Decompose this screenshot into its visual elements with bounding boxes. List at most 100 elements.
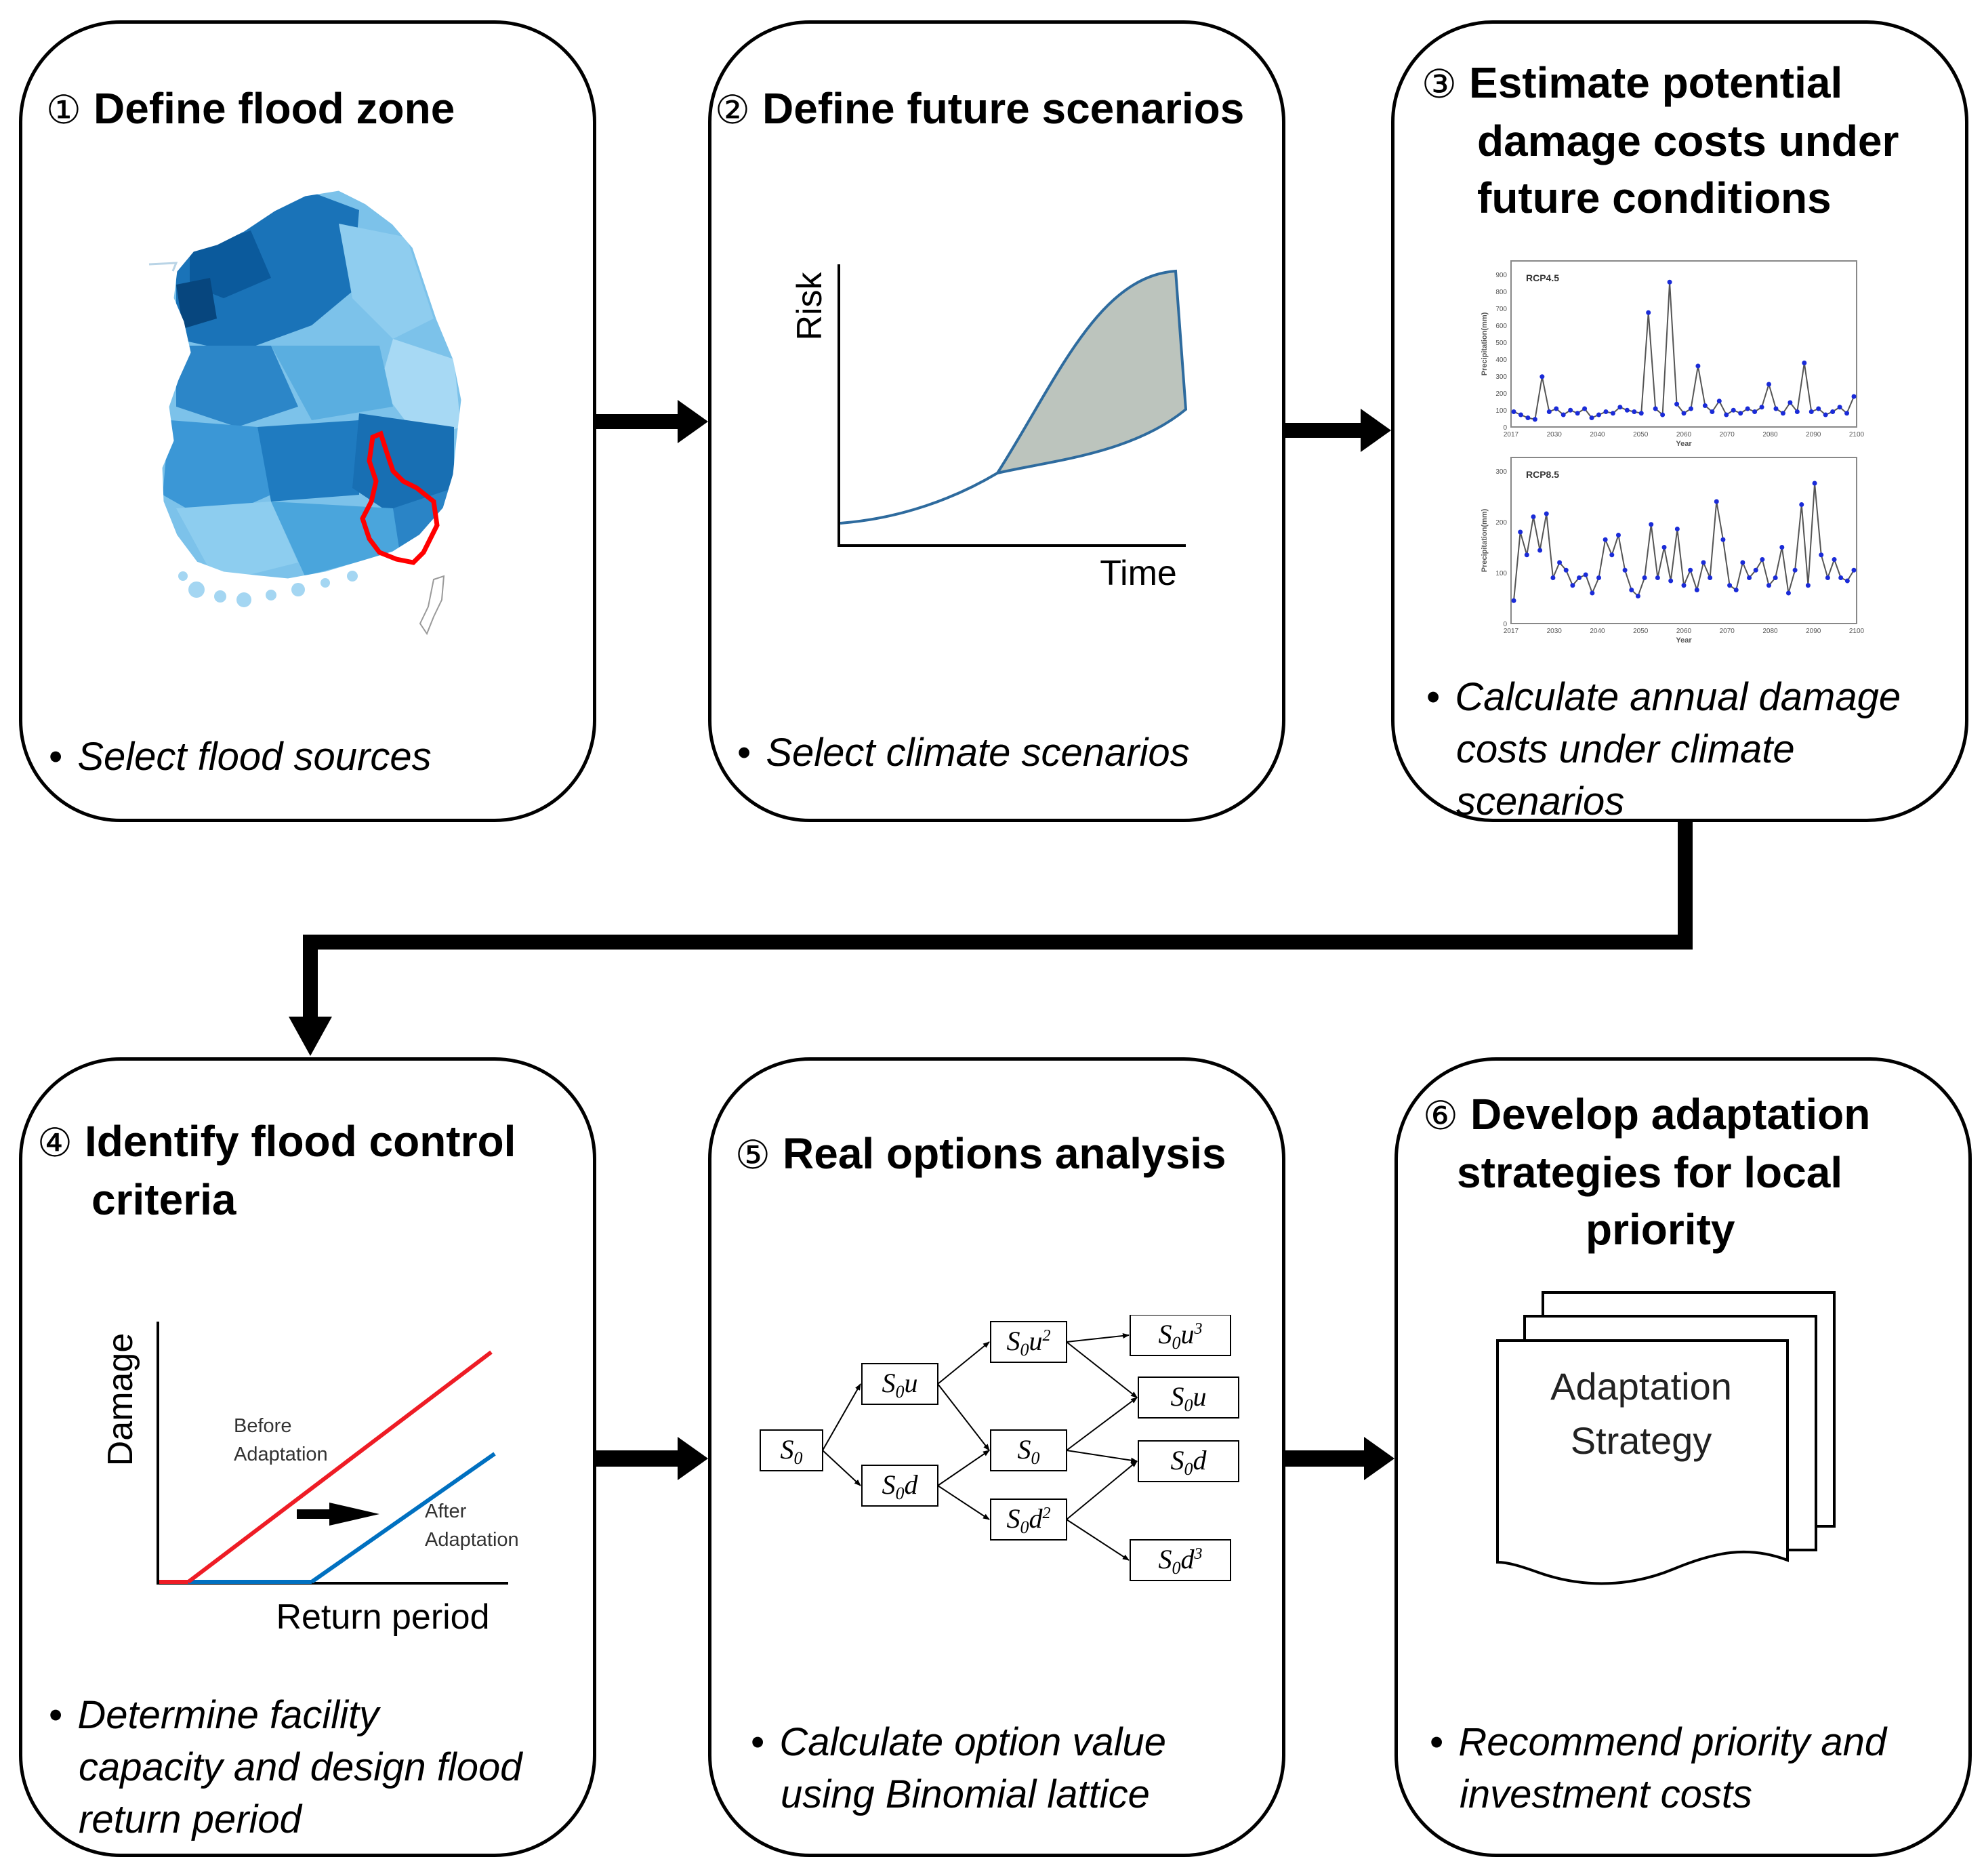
precip-series-point [1674,401,1680,407]
lattice-node-label: S0 [781,1434,803,1468]
precip-series-point [1695,363,1701,369]
precip-x-tick: 2017 [1504,431,1519,439]
precip-series-point [1617,405,1623,410]
after-adaptation-label-line-1: After [425,1501,467,1522]
panel-step-2 [708,20,1285,822]
precip-series-point [1773,406,1779,411]
precip-series-point [1582,406,1588,411]
precip-series-point [1832,557,1837,562]
map-region [257,420,359,502]
lattice-node-box [861,1363,938,1405]
lattice-node-n1d: S0d [861,1465,938,1507]
precip-series-point [1792,567,1798,573]
precip-y-tick: 800 [1495,289,1507,296]
panel-step-4 [19,1057,596,1857]
precip-x-tick: 2030 [1547,628,1563,635]
step-4-bullet-line-3: return period [79,1797,302,1841]
precip-series-point [1688,406,1693,411]
precip-series-point [1646,310,1651,315]
shift-arrow-shaft [297,1509,331,1519]
precip-y-tick: 600 [1495,323,1507,330]
precip-series-point [1759,405,1764,410]
precip-y-tick: 300 [1495,373,1507,381]
step-6-title-line-3: priority [1586,1205,1735,1254]
precip-y-tick: 200 [1495,519,1507,527]
precip-series-point [1851,394,1857,399]
precip-series-point [1568,407,1573,413]
precip-series-point [1837,405,1842,410]
precip-y-tick: 900 [1495,272,1507,279]
bullet-marker: • [1426,675,1441,719]
arrow-step-3-to-4 [289,822,1693,1056]
precip-y-tick: 0 [1503,424,1507,432]
precip-series-point [1532,417,1537,422]
map-region [176,346,298,427]
precip-series-point [1708,575,1713,580]
precip-series-point [1714,499,1719,504]
step-3-title-line-1: Estimate potential [1469,58,1843,107]
precip-series-point [1638,411,1644,416]
precip-series-point [1802,361,1807,365]
step-6-title-line-1: Develop adaptation [1470,1090,1871,1139]
precip-series-point [1716,399,1722,404]
precip-series-point [1544,511,1549,516]
precip-panel-frame [1510,457,1857,624]
precip-x-tick: 2070 [1720,628,1735,635]
panel-step-3 [1391,20,1968,822]
step-2-title-text: Define future scenarios [762,84,1245,133]
precip-series-point [1794,409,1800,414]
precip-x-tick: 2060 [1676,431,1692,439]
lattice-node-n3uuu: S0u3 [1130,1315,1231,1356]
document-front-sheet [1496,1339,1789,1585]
lattice-node-box [1138,1377,1239,1419]
map-coast-detail [148,262,178,272]
precip-series-point [1561,412,1566,417]
precip-series-point [1747,575,1752,580]
precip-series-point [1738,411,1743,416]
step-3-number: ③ [1422,61,1457,107]
step-4-number: ④ [37,1120,73,1166]
precip-series-point [1710,409,1715,414]
precip-series-point [1589,415,1594,420]
precip-series-point [1635,594,1640,598]
lattice-node-n3uud: S0u [1138,1377,1239,1419]
risk-time-plot: Risk Time [790,264,1188,593]
lattice-node-label: S0u [1171,1381,1207,1415]
lattice-edge [822,1450,861,1486]
step-3-title-line-2: damage costs under [1477,117,1899,165]
precip-x-tick: 2100 [1849,431,1865,439]
lattice-edge [937,1485,990,1520]
precip-series-point [1563,567,1569,573]
lattice-edge [1066,1461,1138,1520]
precip-series-point [1779,545,1785,550]
tsushima-island [419,575,445,636]
lattice-node-box [1130,1315,1231,1356]
precip-series-point [1525,415,1531,420]
arrow-step-2-to-3 [1285,409,1391,452]
precip-y-tick: 400 [1495,356,1507,364]
precip-series-point [1766,382,1771,387]
precip-x-label: Year [1676,636,1692,645]
adaptation-strategy-documents: Adaptation Strategy [1496,1291,1836,1585]
precip-series-point [1577,575,1582,580]
map-region [379,339,461,441]
precip-y-label: Precipitation(mm) [1481,312,1489,375]
bullet-marker: • [1430,1720,1444,1764]
lattice-node-label: S0d3 [1159,1544,1203,1578]
precip-series-point [1603,409,1609,414]
precip-series-point [1554,406,1559,411]
step-6-bullet-line-1: Recommend priority and [1458,1720,1887,1764]
lattice-node-label: S0 [1018,1434,1040,1468]
precip-series-point [1752,409,1758,414]
map-region [339,224,434,339]
lattice-node-box [760,1429,823,1471]
